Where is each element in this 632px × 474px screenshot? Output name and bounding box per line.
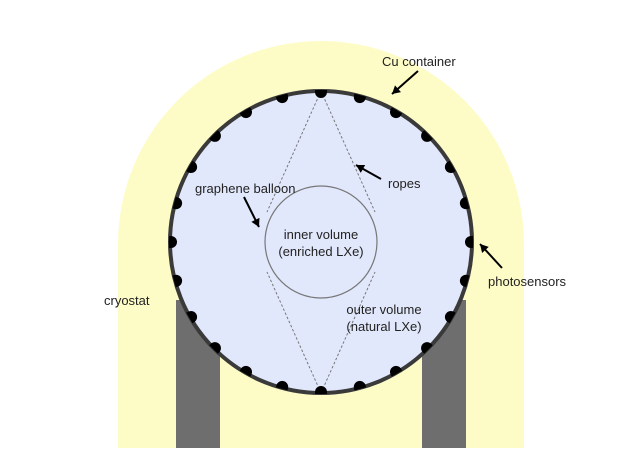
ropes xyxy=(266,91,376,393)
photosensor xyxy=(390,107,403,119)
label-ropes: ropes xyxy=(388,176,421,191)
photosensor xyxy=(172,196,183,210)
rope xyxy=(266,91,322,213)
photosensor xyxy=(353,380,367,391)
label-cryostat: cryostat xyxy=(104,293,150,308)
photosensor xyxy=(172,274,183,288)
photosensor xyxy=(186,311,198,324)
photosensor xyxy=(239,365,252,377)
photosensor xyxy=(444,311,456,324)
arrows xyxy=(243,70,503,269)
label-outer-volume-line1: outer volume xyxy=(346,302,421,317)
label-inner-volume-line2: (enriched LXe) xyxy=(278,244,363,259)
photosensor xyxy=(169,236,177,248)
photosensor xyxy=(239,107,252,119)
label-photosensors: photosensors xyxy=(488,274,567,289)
arrowhead xyxy=(480,244,489,253)
photosensor xyxy=(353,93,367,104)
rope xyxy=(320,271,376,393)
photosensor xyxy=(186,160,198,173)
photosensor xyxy=(421,342,433,354)
photosensor xyxy=(444,160,456,173)
rope xyxy=(266,271,322,393)
arrowhead xyxy=(251,217,260,227)
photosensor xyxy=(465,236,473,248)
label-outer-volume-line2: (natural LXe) xyxy=(346,319,421,334)
graphene-balloon xyxy=(264,185,378,299)
arrowhead xyxy=(392,85,401,94)
photosensor xyxy=(209,130,221,142)
label-cu-container: Cu container xyxy=(382,54,456,69)
rope xyxy=(320,91,376,213)
photosensor xyxy=(459,196,470,210)
label-inner-volume-line1: inner volume xyxy=(284,227,358,242)
photosensor xyxy=(209,342,221,354)
photosensor xyxy=(421,130,433,142)
arrowhead xyxy=(356,164,366,173)
photosensor-ring xyxy=(169,90,473,394)
photosensor xyxy=(390,365,403,377)
label-graphene-balloon: graphene balloon xyxy=(195,181,295,196)
photosensor xyxy=(275,93,289,104)
photosensor xyxy=(315,386,327,394)
photosensor xyxy=(315,90,327,98)
photosensor xyxy=(275,380,289,391)
photosensor xyxy=(459,274,470,288)
